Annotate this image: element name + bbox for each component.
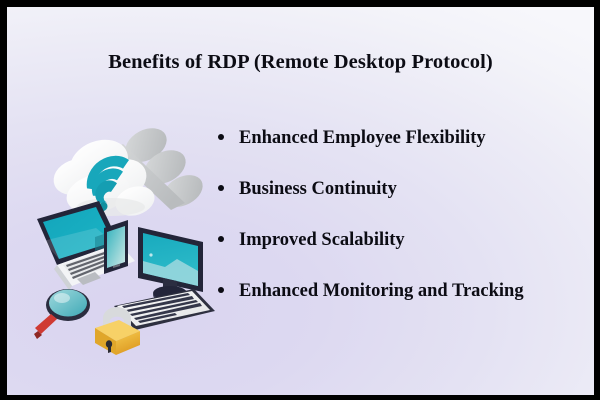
isometric-cloud-computing-illustration bbox=[25, 115, 231, 359]
bullet-icon bbox=[218, 185, 224, 191]
list-item: Business Continuity bbox=[213, 174, 583, 205]
padlock-icon bbox=[95, 307, 140, 355]
wifi-icon bbox=[86, 155, 129, 212]
cloud-icon bbox=[53, 128, 203, 216]
list-item: Enhanced Monitoring and Tracking bbox=[213, 276, 583, 307]
keyboard-icon bbox=[114, 289, 215, 330]
bullet-icon bbox=[218, 134, 224, 140]
magnifier-icon bbox=[34, 289, 90, 339]
list-item-label: Improved Scalability bbox=[239, 230, 405, 250]
benefits-list: Enhanced Employee Flexibility Business C… bbox=[213, 123, 583, 307]
tablet-icon bbox=[95, 220, 128, 274]
list-item-label: Business Continuity bbox=[239, 179, 397, 199]
bullet-icon bbox=[218, 287, 224, 293]
list-item-label: Enhanced Monitoring and Tracking bbox=[239, 281, 524, 301]
bullet-icon bbox=[218, 236, 224, 242]
page-title: Benefits of RDP (Remote Desktop Protocol… bbox=[108, 51, 493, 73]
list-item-label: Enhanced Employee Flexibility bbox=[239, 128, 486, 148]
list-item: Improved Scalability bbox=[213, 225, 583, 256]
list-item: Enhanced Employee Flexibility bbox=[213, 123, 583, 154]
monitor-icon bbox=[138, 227, 203, 302]
slide-canvas: Benefits of RDP (Remote Desktop Protocol… bbox=[7, 7, 594, 395]
